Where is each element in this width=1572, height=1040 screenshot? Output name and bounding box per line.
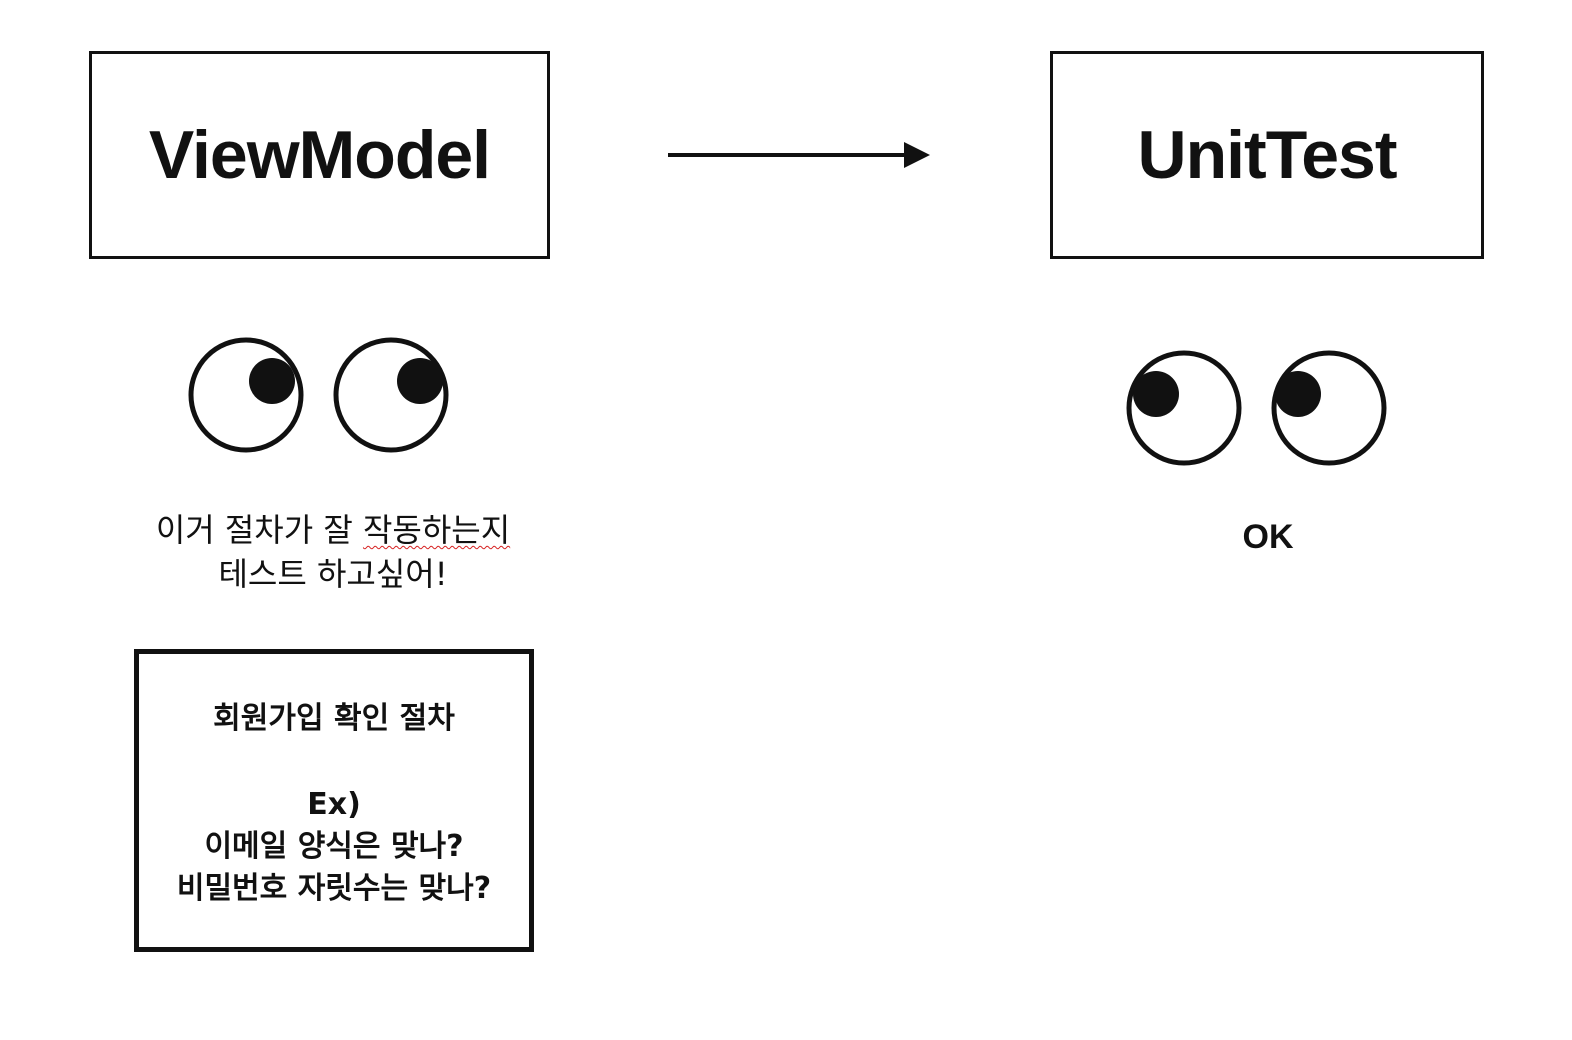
unittest-ok-label: OK — [1242, 518, 1294, 556]
viewmodel-caption: 이거 절차가 잘 작동하는지 테스트 하고싶어! — [100, 508, 566, 596]
unittest-title: UnitTest — [1137, 117, 1398, 193]
procedure-checks: Ex) 이메일 양식은 맞나? 비밀번호 자릿수는 맞나? — [139, 784, 529, 910]
procedure-check-password: 비밀번호 자릿수는 맞나? — [176, 871, 492, 906]
procedure-title: 회원가입 확인 절차 — [213, 701, 455, 736]
viewmodel-caption-line2: 테스트 하고싶어! — [218, 555, 448, 593]
caption-text: 이거 절차가 잘 — [155, 511, 363, 549]
procedure-example-label: Ex) — [307, 787, 361, 822]
viewmodel-caption-line1: 이거 절차가 잘 작동하는지 — [100, 508, 566, 552]
viewmodel-box: ViewModel — [89, 51, 550, 259]
procedure-box: 회원가입 확인 절차 Ex) 이메일 양식은 맞나? 비밀번호 자릿수는 맞나? — [134, 649, 534, 952]
googly-eyes-icon — [188, 337, 449, 453]
viewmodel-title: ViewModel — [148, 117, 491, 193]
spellcheck-marked-word: 작동하는지 — [362, 511, 511, 549]
procedure-check-email: 이메일 양식은 맞나? — [204, 829, 464, 864]
unittest-box: UnitTest — [1050, 51, 1484, 259]
arrow-right-icon — [668, 142, 930, 168]
googly-eyes-icon — [1126, 350, 1387, 466]
